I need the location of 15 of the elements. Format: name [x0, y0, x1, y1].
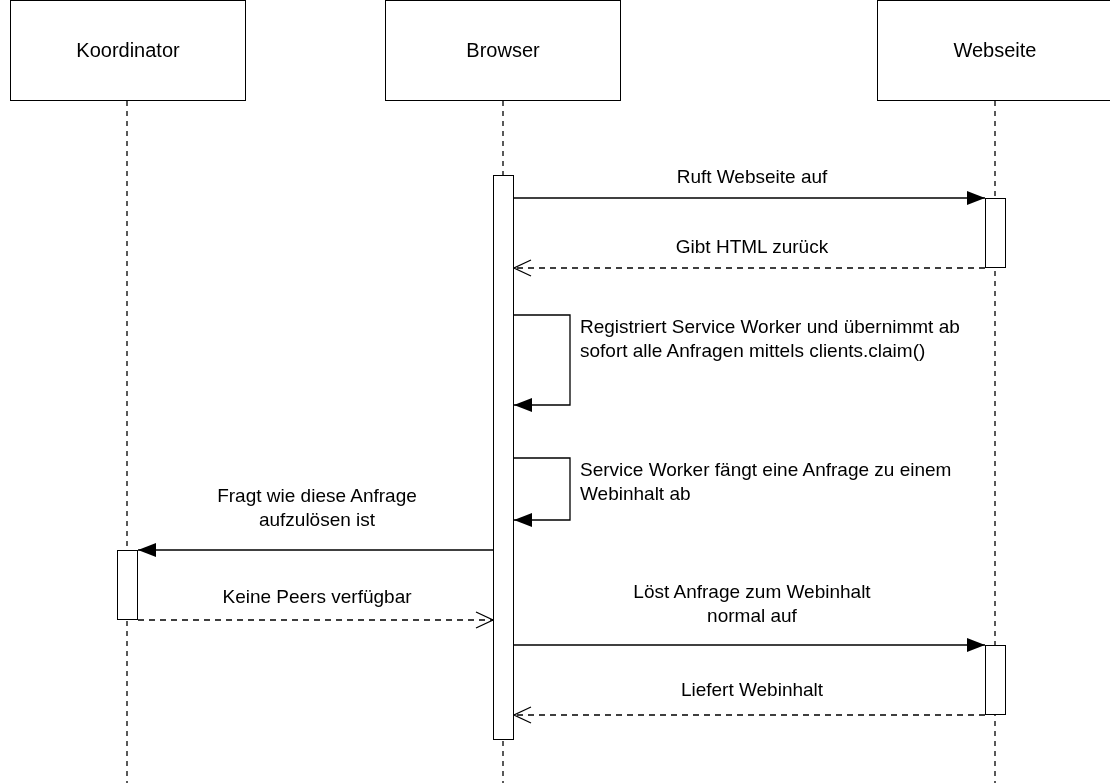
message-arrow — [513, 457, 571, 527]
message-arrow — [137, 611, 494, 629]
activation-bar — [985, 198, 1006, 268]
participant-box: Browser — [385, 0, 621, 101]
message-arrow — [137, 543, 494, 557]
activation-bar — [117, 550, 138, 620]
activation-bar — [985, 645, 1006, 715]
message-arrow — [513, 314, 571, 412]
message-arrow — [513, 706, 986, 724]
participant-box: Webseite — [877, 0, 1110, 101]
message-arrow — [513, 638, 986, 652]
message-arrow — [513, 191, 986, 205]
message-arrow — [513, 259, 986, 277]
participant-box: Koordinator — [10, 0, 246, 101]
activation-bar — [493, 175, 514, 740]
